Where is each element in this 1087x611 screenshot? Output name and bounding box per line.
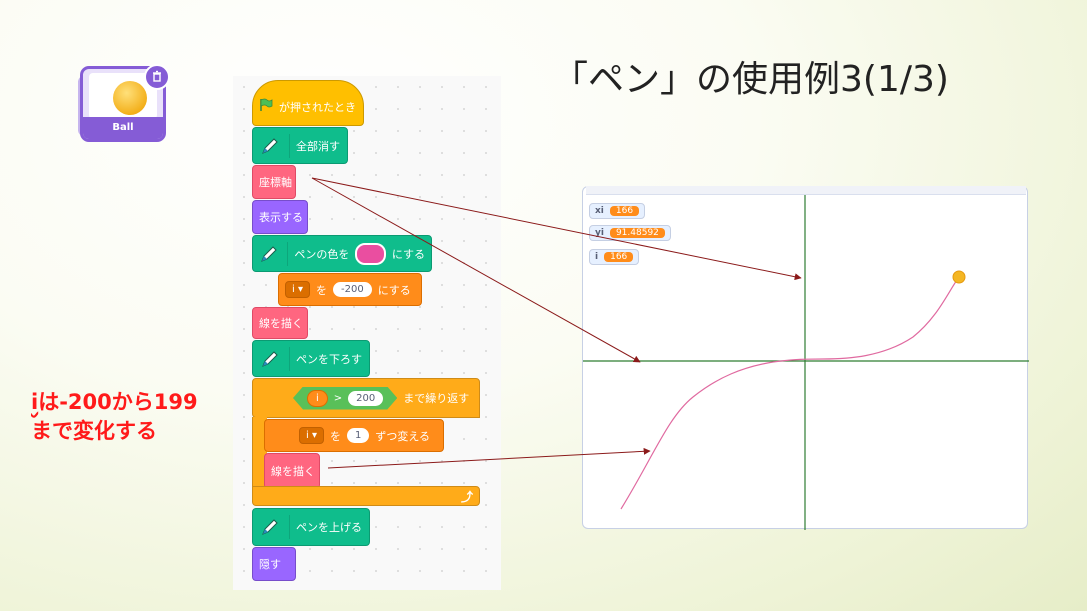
green-flag-icon [259, 98, 273, 115]
clear-block[interactable]: 全部消す [252, 127, 348, 164]
set-pen-color-block[interactable]: ペンの色を にする [252, 235, 432, 272]
repeat-block-arm [252, 417, 267, 489]
variable-reporter-i[interactable]: i [307, 390, 328, 407]
sprite-name: Ball [83, 117, 163, 139]
show-block[interactable]: 表示する [252, 200, 308, 234]
set-variable-block[interactable]: i ▾ を -200 にする [278, 273, 422, 306]
drawn-curve [620, 276, 960, 510]
arrow-axes-to-yaxis [311, 177, 802, 281]
annotation-note: iは-200から199 まで変化する [31, 390, 198, 443]
slide-title: 「ペン」の使用例3(1/3) [552, 59, 949, 100]
axes-block[interactable]: 座標軸 [252, 165, 296, 199]
pen-up-block[interactable]: ペンを上げる [252, 508, 370, 546]
sprite-thumbnail [89, 73, 157, 119]
variable-dropdown[interactable]: i ▾ [299, 427, 324, 444]
arrow-drawline-to-curve [327, 447, 651, 469]
loop-arrow-icon: ⤴ [460, 489, 473, 504]
stage-header [586, 186, 1026, 195]
stage-canvas [583, 195, 1029, 530]
block-label: が押されたとき [279, 101, 356, 114]
pen-down-block[interactable]: ペンを下ろす [252, 340, 370, 377]
when-flag-clicked-block[interactable]: が押されたとき [252, 80, 364, 126]
ball-sprite [952, 270, 966, 284]
pen-icon [255, 133, 290, 158]
compare-value-input[interactable]: 200 [348, 391, 383, 406]
trash-icon[interactable] [144, 64, 170, 90]
pen-icon [255, 241, 289, 266]
pen-icon [255, 346, 290, 371]
set-value-input[interactable]: -200 [332, 282, 372, 297]
pen-color-swatch[interactable] [355, 242, 386, 265]
arrow-axes-to-xaxis [311, 177, 641, 363]
repeat-block-bottom: ⤴ [252, 486, 480, 506]
pen-icon [255, 515, 290, 539]
change-value-input[interactable]: 1 [346, 428, 370, 443]
ball-sprite-icon [113, 81, 147, 115]
greater-than-condition[interactable]: i > 200 [293, 387, 397, 410]
draw-line-block[interactable]: 線を描く [252, 307, 308, 339]
repeat-until-block[interactable]: i > 200 まで繰り返す [252, 378, 480, 418]
change-variable-block[interactable]: i ▾ を 1 ずつ変える [264, 419, 444, 452]
hide-block[interactable]: 隠す [252, 547, 296, 581]
variable-dropdown[interactable]: i ▾ [285, 281, 310, 298]
